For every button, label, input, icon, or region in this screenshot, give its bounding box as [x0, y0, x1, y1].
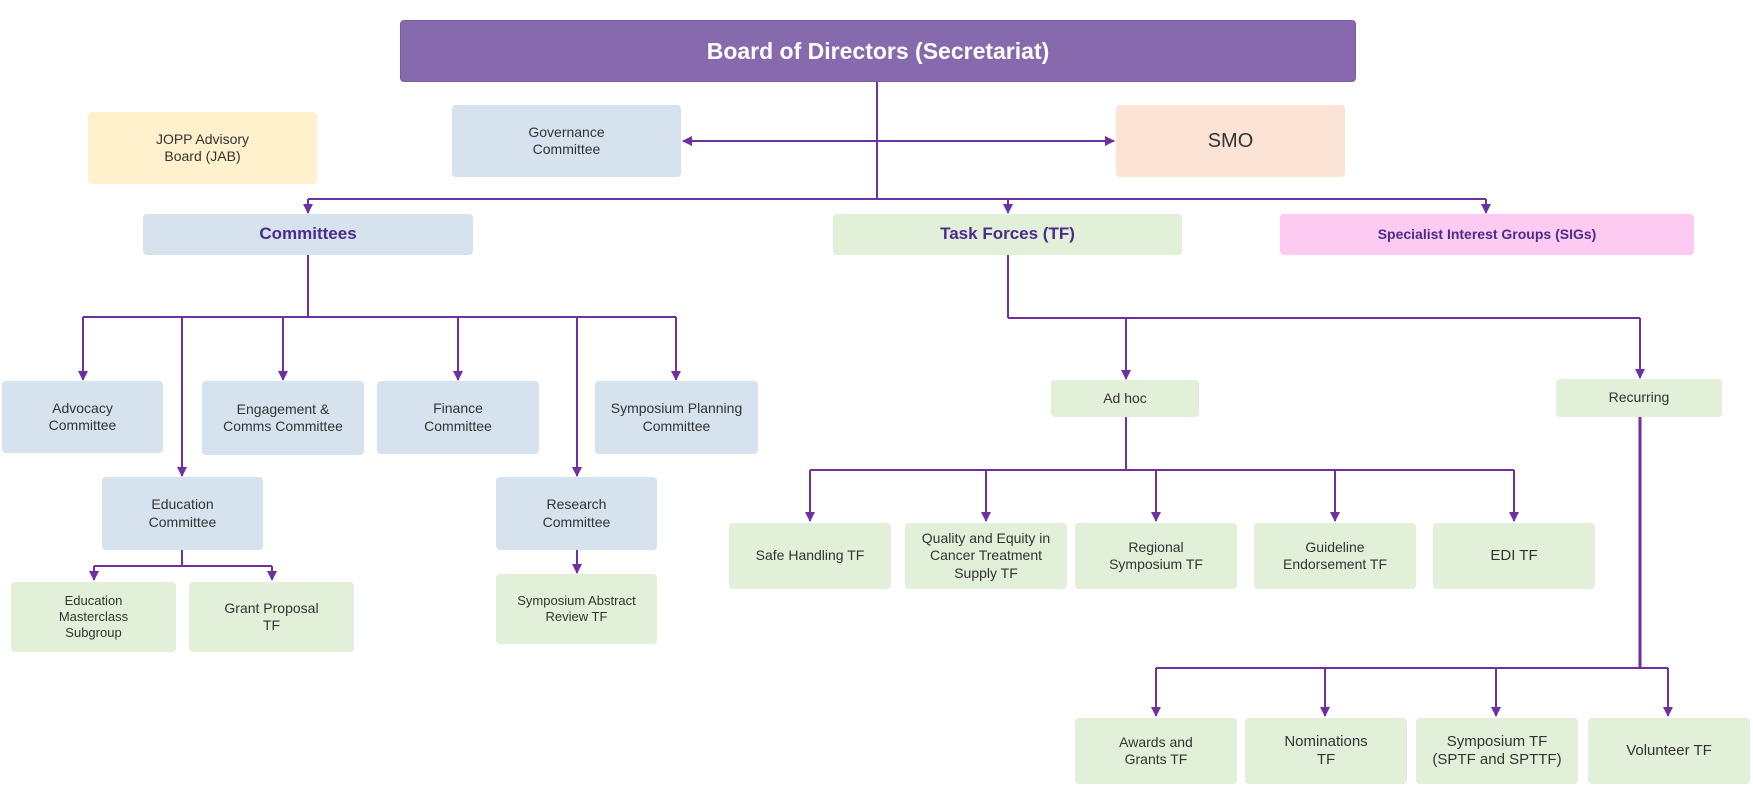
awards-grants-tf-node: Awards and Grants TF — [1075, 718, 1237, 784]
board-of-directors-node: Board of Directors (Secretariat) — [400, 20, 1356, 82]
ad-hoc-node: Ad hoc — [1051, 380, 1199, 417]
node-label: Governance Committee — [528, 123, 605, 157]
recurring-node: Recurring — [1556, 379, 1722, 417]
jab-node: JOPP Advisory Board (JAB) — [88, 112, 317, 184]
engagement-comms-committee-node: Engagement & Comms Committee — [202, 381, 364, 455]
volunteer-tf-node: Volunteer TF — [1588, 718, 1750, 784]
symposium-abstract-review-node: Symposium Abstract Review TF — [496, 574, 657, 644]
node-label: Committees — [259, 224, 357, 244]
node-label: JOPP Advisory Board (JAB) — [155, 130, 250, 164]
research-committee-node: Research Committee — [496, 477, 657, 550]
smo-node: SMO — [1116, 105, 1345, 177]
node-label: Nominations TF — [1284, 732, 1368, 768]
node-label: Task Forces (TF) — [940, 224, 1075, 244]
education-committee-node: Education Committee — [102, 477, 263, 550]
node-label: Grant Proposal TF — [224, 599, 319, 633]
node-label: Research Committee — [542, 496, 611, 530]
node-label: Symposium TF (SPTF and SPTTF) — [1432, 732, 1562, 768]
node-label: Finance Committee — [424, 400, 492, 434]
node-label: SMO — [1207, 129, 1254, 152]
node-label: Board of Directors (Secretariat) — [706, 37, 1050, 64]
node-label: Volunteer TF — [1626, 741, 1712, 759]
safe-handling-tf-node: Safe Handling TF — [729, 523, 891, 589]
node-label: Advocacy Committee — [48, 399, 117, 433]
node-label: Symposium Planning Committee — [610, 400, 743, 434]
node-label: Awards and Grants TF — [1119, 733, 1193, 767]
node-label: Education Committee — [148, 496, 217, 530]
sigs-node: Specialist Interest Groups (SIGs) — [1280, 214, 1694, 255]
finance-committee-node: Finance Committee — [377, 381, 539, 454]
symposium-tf-node: Symposium TF (SPTF and SPTTF) — [1416, 718, 1578, 784]
edi-tf-node: EDI TF — [1433, 523, 1595, 589]
node-label: EDI TF — [1490, 546, 1538, 564]
advocacy-committee-node: Advocacy Committee — [2, 381, 163, 453]
node-label: Education Masterclass Subgroup — [58, 593, 129, 640]
node-label: Recurring — [1608, 389, 1670, 406]
task-forces-node: Task Forces (TF) — [833, 214, 1182, 255]
nominations-tf-node: Nominations TF — [1245, 718, 1407, 784]
governance-committee-node: Governance Committee — [452, 105, 681, 177]
regional-symposium-tf-node: Regional Symposium TF — [1075, 523, 1237, 589]
node-label: Guideline Endorsement TF — [1282, 538, 1387, 572]
node-label: Quality and Equity in Cancer Treatment S… — [921, 530, 1051, 581]
node-label: Engagement & Comms Committee — [223, 400, 343, 434]
node-label: Regional Symposium TF — [1109, 538, 1203, 572]
committees-node: Committees — [143, 214, 473, 255]
education-masterclass-node: Education Masterclass Subgroup — [11, 582, 176, 652]
guideline-endorsement-tf-node: Guideline Endorsement TF — [1254, 523, 1416, 589]
node-label: Safe Handling TF — [755, 547, 865, 564]
grant-proposal-node: Grant Proposal TF — [189, 582, 354, 652]
node-label: Symposium Abstract Review TF — [517, 593, 636, 624]
symposium-planning-committee-node: Symposium Planning Committee — [595, 381, 758, 454]
node-label: Specialist Interest Groups (SIGs) — [1377, 225, 1597, 242]
node-label: Ad hoc — [1103, 389, 1147, 406]
quality-equity-tf-node: Quality and Equity in Cancer Treatment S… — [905, 523, 1067, 589]
